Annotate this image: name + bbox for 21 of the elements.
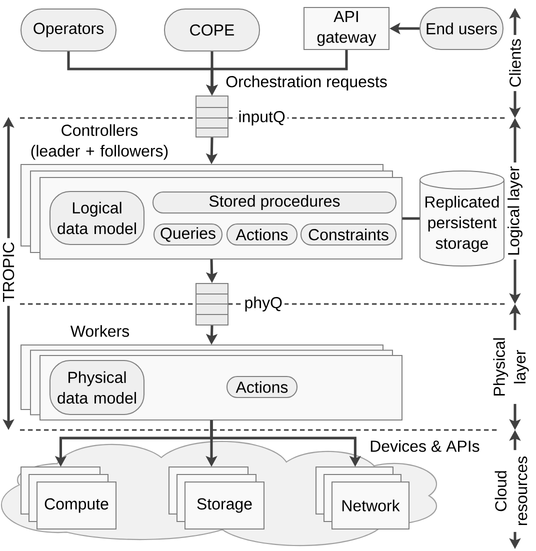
layer-label: Cloud resources — [494, 456, 528, 526]
layer-label: Clients — [509, 39, 521, 87]
rounded-box: End users — [420, 7, 504, 50]
stacked-box: Network — [316, 466, 410, 530]
queue-label: inputQ — [236, 108, 288, 128]
queue-label: phyQ — [242, 294, 284, 314]
rounded-box: Operators — [20, 8, 116, 52]
stacked-box: Compute — [20, 466, 116, 530]
queue-symbol — [196, 96, 228, 138]
side-label: TROPIC — [2, 242, 14, 302]
queue-symbol — [196, 283, 228, 326]
edge-label: Orchestration requests — [224, 74, 389, 92]
edge-label: Devices & APIs — [368, 438, 482, 454]
box-heading: Workers — [70, 325, 130, 337]
storage-cylinder: Replicated persistent storage — [420, 170, 504, 266]
stacked-box: Storage — [168, 466, 264, 530]
connector-line — [402, 217, 420, 220]
layer-label: Physical layer — [493, 338, 529, 396]
process-box: API gateway — [304, 7, 390, 50]
rounded-box: COPE — [164, 8, 260, 52]
box-heading: Controllers (leader + followers) — [31, 124, 168, 160]
